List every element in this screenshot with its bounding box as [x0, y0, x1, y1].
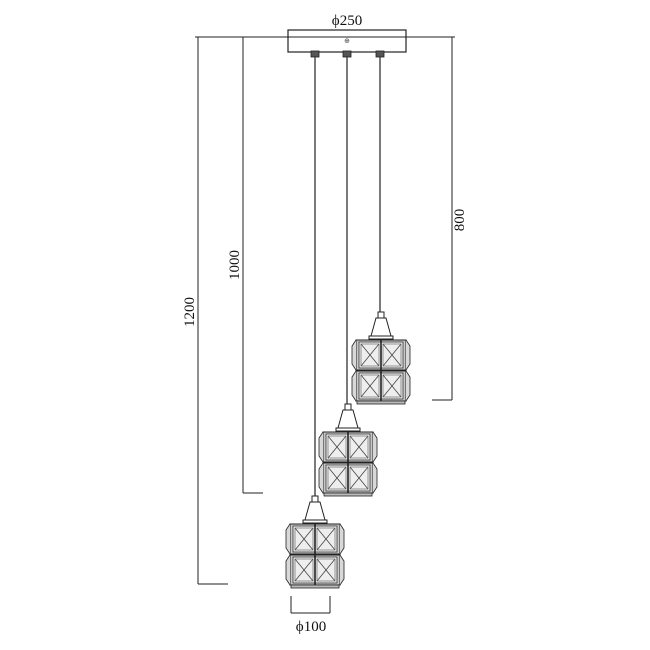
canopy-diameter-label: ϕ250	[332, 13, 362, 29]
crystal-pendant-shade-icon	[286, 496, 344, 588]
crystal-pendant-shade-icon	[352, 312, 410, 404]
drop-800-label: 800	[452, 209, 468, 232]
dimension-lines	[195, 36, 455, 614]
svg-text:⊕: ⊕	[344, 37, 350, 45]
ceiling-canopy-icon: ⊕	[287, 29, 407, 58]
drop-1200-label: 1200	[182, 297, 198, 327]
suspension-cords	[314, 57, 381, 500]
shade-diameter-label: ϕ100	[296, 619, 326, 635]
drop-1000-label: 1000	[227, 250, 243, 280]
crystal-pendant-shade-icon	[319, 404, 377, 496]
